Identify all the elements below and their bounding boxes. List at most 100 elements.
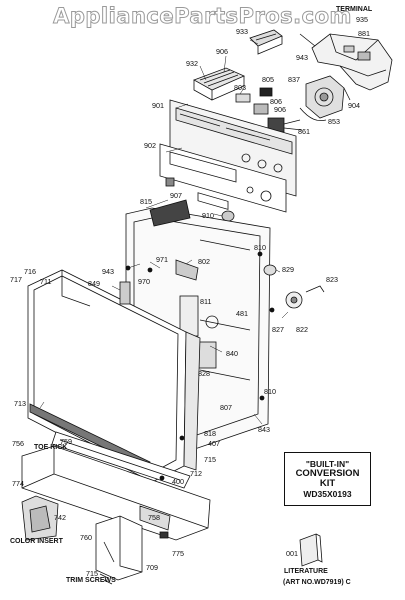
kit-line-4: WD35X0193 [303,489,352,499]
part-label-853: 853 [328,117,340,126]
part-label-803: 803 [234,83,246,92]
part-label-760: 760 [80,533,92,542]
terminal-block-933 [249,29,283,55]
part-label-717: 717 [10,275,22,284]
terminal-bracket [299,33,393,91]
color-insert-742 [21,495,59,541]
part-label-910: 910 [202,211,214,220]
hinge-822 [285,291,303,309]
kit-line-3: KIT [319,478,336,489]
part-label-715-mid: 715 [204,455,216,464]
part-label-810-lower: 810 [264,387,276,396]
switch-861 [267,117,303,133]
part-label-711: 711 [40,277,52,286]
conversion-kit-box: "BUILT-IN" CONVERSION KIT WD35X0193 [284,452,371,506]
kit-line-2: CONVERSION [295,468,360,479]
part-label-823: 823 [326,275,338,284]
part-label-481: 481 [236,309,248,318]
screw-810-lower [259,395,265,401]
part-label-742: 742 [54,513,66,522]
part-label-901: 901 [152,101,164,110]
knob-910 [221,210,235,222]
part-label-828: 828 [198,369,210,378]
part-805 [259,87,273,97]
part-label-907: 907 [170,191,182,200]
part-label-810-upper: 810 [254,243,266,252]
literature-heading: LITERATURE [284,568,328,575]
part-label-802: 802 [198,257,210,266]
bracket-849 [119,281,131,305]
part-label-861: 861 [298,127,310,136]
trim-screws-heading: TRIM SCREWS [66,577,116,584]
part-label-774: 774 [12,479,24,488]
part-label-805: 805 [262,75,274,84]
part-label-775: 775 [172,549,184,558]
part-806 [253,103,269,115]
trim-screws-715 [99,573,113,585]
part-label-822: 822 [296,325,308,334]
timer-904 [305,75,351,119]
part-label-806: 806 [270,97,282,106]
part-400 [159,475,165,481]
part-label-932: 932 [186,59,198,68]
part-label-827: 827 [272,325,284,334]
part-label-837: 837 [288,75,300,84]
part-label-815: 815 [140,197,152,206]
part-label-758: 758 [148,513,160,522]
switch-assembly-932 [193,67,245,101]
part-label-943-top: 943 [296,53,308,62]
part-label-709: 709 [146,563,158,572]
color-insert-heading: COLOR INSERT [10,538,63,545]
toe-kick-759 [51,431,191,489]
kit-line-1: "BUILT-IN" [305,459,350,469]
part-label-715-bottom: 715 [86,569,98,578]
part-label-943-mid: 943 [102,267,114,276]
part-label-843: 843 [258,425,270,434]
art-number: (ART NO.WD7919) C [283,579,351,586]
leader-lines [39,39,289,425]
part-823 [305,285,325,293]
part-label-904: 904 [348,101,360,110]
part-907 [165,177,175,187]
part-label-759: 759 [60,437,72,446]
screw-810-upper [257,251,263,257]
part-label-407: 407 [208,439,220,448]
part-970 [147,267,153,273]
door-side-strip [183,331,201,471]
part-label-001: 001 [286,549,298,558]
panel-902 [159,143,287,213]
part-label-716: 716 [24,267,36,276]
part-label-849: 849 [88,279,100,288]
part-label-713: 713 [14,399,26,408]
part-818 [179,435,185,441]
part-label-902: 902 [144,141,156,150]
part-829 [263,264,277,276]
toe-kick-heading: TOE KICK [34,444,68,451]
literature-001 [299,533,323,567]
screw-827 [269,307,275,313]
trim-760 [95,515,143,581]
part-label-933: 933 [236,27,248,36]
wire-853 [299,107,327,122]
part-label-881: 881 [358,29,370,38]
part-label-807: 807 [220,403,232,412]
control-panel-901 [169,99,297,210]
part-label-829: 829 [282,265,294,274]
clip-775 [159,531,169,539]
part-label-840: 840 [226,349,238,358]
part-label-906-top: 906 [216,47,228,56]
part-label-756: 756 [12,439,24,448]
part-label-811: 811 [200,297,212,306]
part-label-712: 712 [190,469,202,478]
part-label-971: 971 [156,255,168,264]
part-803 [235,93,251,103]
watermark-logo: AppliancePartsPros.com [53,4,352,29]
part-label-400: 400 [172,477,184,486]
part-label-935: 935 [356,15,368,24]
part-label-970: 970 [138,277,150,286]
toe-kick-panel-756 [21,445,211,541]
terminal-heading: TERMINAL [336,6,373,13]
part-label-906-mid: 906 [274,105,286,114]
part-label-818: 818 [204,429,216,438]
